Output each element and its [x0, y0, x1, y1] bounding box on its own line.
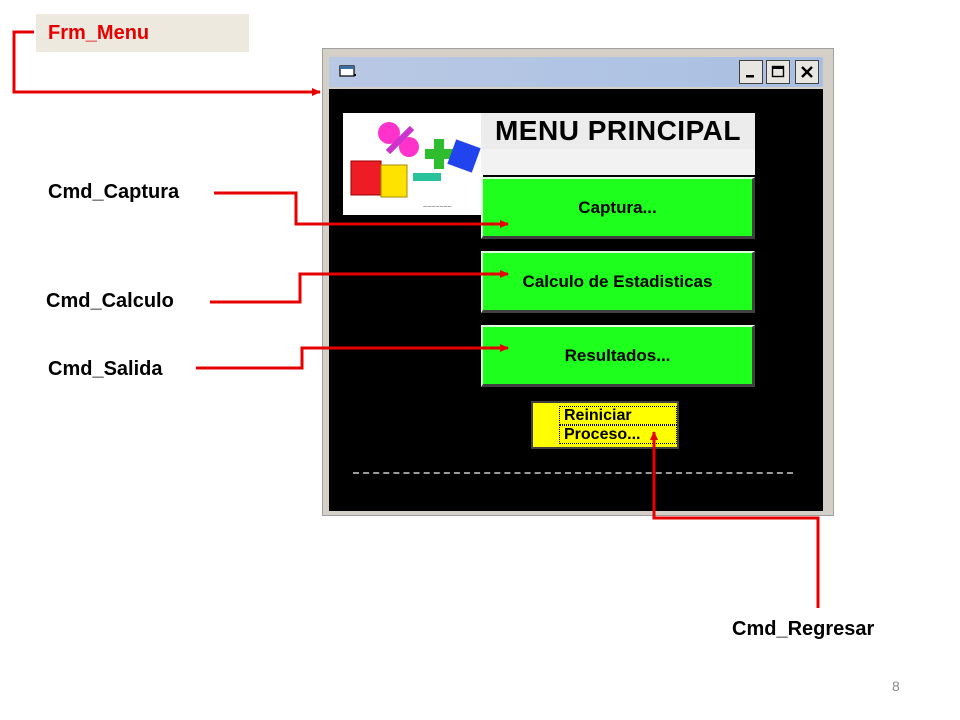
reiniciar-line: Reiniciar	[559, 406, 677, 425]
page-number: 8	[892, 678, 900, 694]
resultados-button[interactable]: Resultados...	[481, 325, 755, 387]
menu-principal-title: MENU PRINCIPAL	[481, 113, 755, 149]
minimize-icon[interactable]	[739, 60, 763, 84]
cmd-calculo-arrow	[210, 270, 509, 304]
cmd-salida-label: Cmd_Salida	[48, 358, 163, 380]
maximize-icon[interactable]	[766, 60, 790, 84]
math-symbols-image: ~~~~~~~	[343, 113, 483, 215]
frm-menu-arrow	[12, 30, 321, 96]
dashed-separator	[353, 472, 793, 474]
captura-button[interactable]: Captura...	[481, 177, 755, 239]
close-icon[interactable]	[795, 60, 819, 84]
cmd-regresar-label: Cmd_Regresar	[732, 618, 875, 640]
cmd-captura-label: Cmd_Captura	[48, 181, 180, 203]
proceso-line: Proceso...	[559, 425, 677, 444]
title-strip	[481, 149, 755, 175]
cmd-salida-arrow	[196, 344, 509, 370]
form-window: ~~~~~~~ MENU PRINCIPAL Captura... Calcul…	[322, 48, 834, 516]
form-client-area: ~~~~~~~ MENU PRINCIPAL Captura... Calcul…	[329, 89, 823, 511]
calculo-estadisticas-button[interactable]: Calculo de Estadisticas	[481, 251, 755, 313]
cmd-regresar-arrow	[650, 431, 820, 608]
title-bar[interactable]	[329, 57, 823, 87]
cmd-calculo-label: Cmd_Calculo	[46, 290, 174, 312]
cmd-captura-arrow	[214, 191, 509, 228]
form-name-label: Frm_Menu	[36, 14, 249, 52]
svg-text:~~~~~~~: ~~~~~~~	[423, 204, 452, 211]
form-icon	[339, 65, 356, 77]
